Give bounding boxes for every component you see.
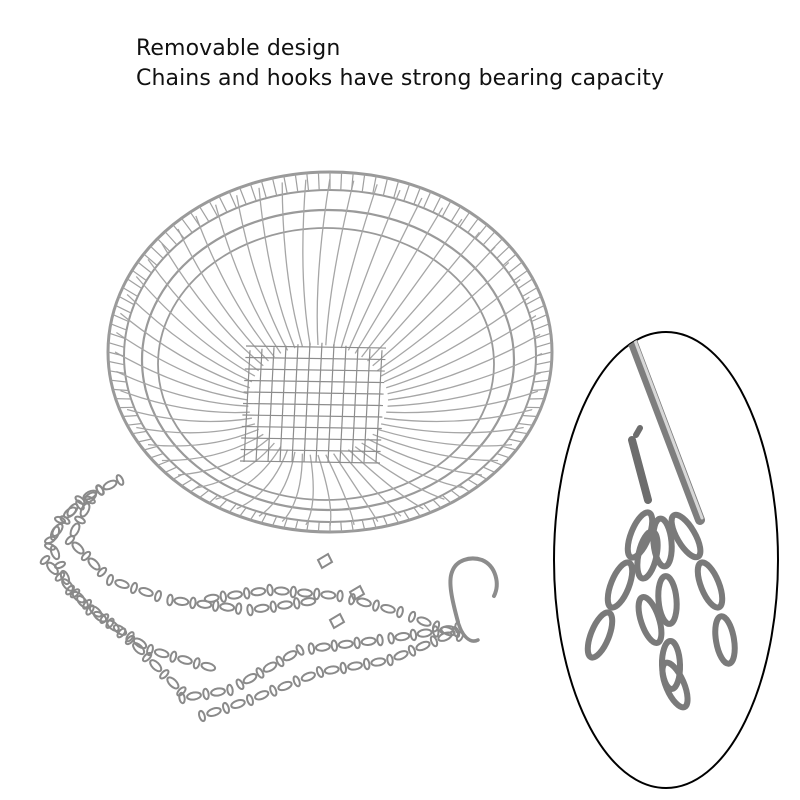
s-hook xyxy=(448,556,499,643)
wire-basket xyxy=(106,170,554,534)
hanging-chains xyxy=(39,474,465,723)
inset-closeup xyxy=(553,331,779,789)
caption-line-2: Chains and hooks have strong bearing cap… xyxy=(136,66,665,91)
caption: Removable design Chains and hooks have s… xyxy=(136,34,664,94)
caption-line-1: Removable design xyxy=(136,36,341,61)
